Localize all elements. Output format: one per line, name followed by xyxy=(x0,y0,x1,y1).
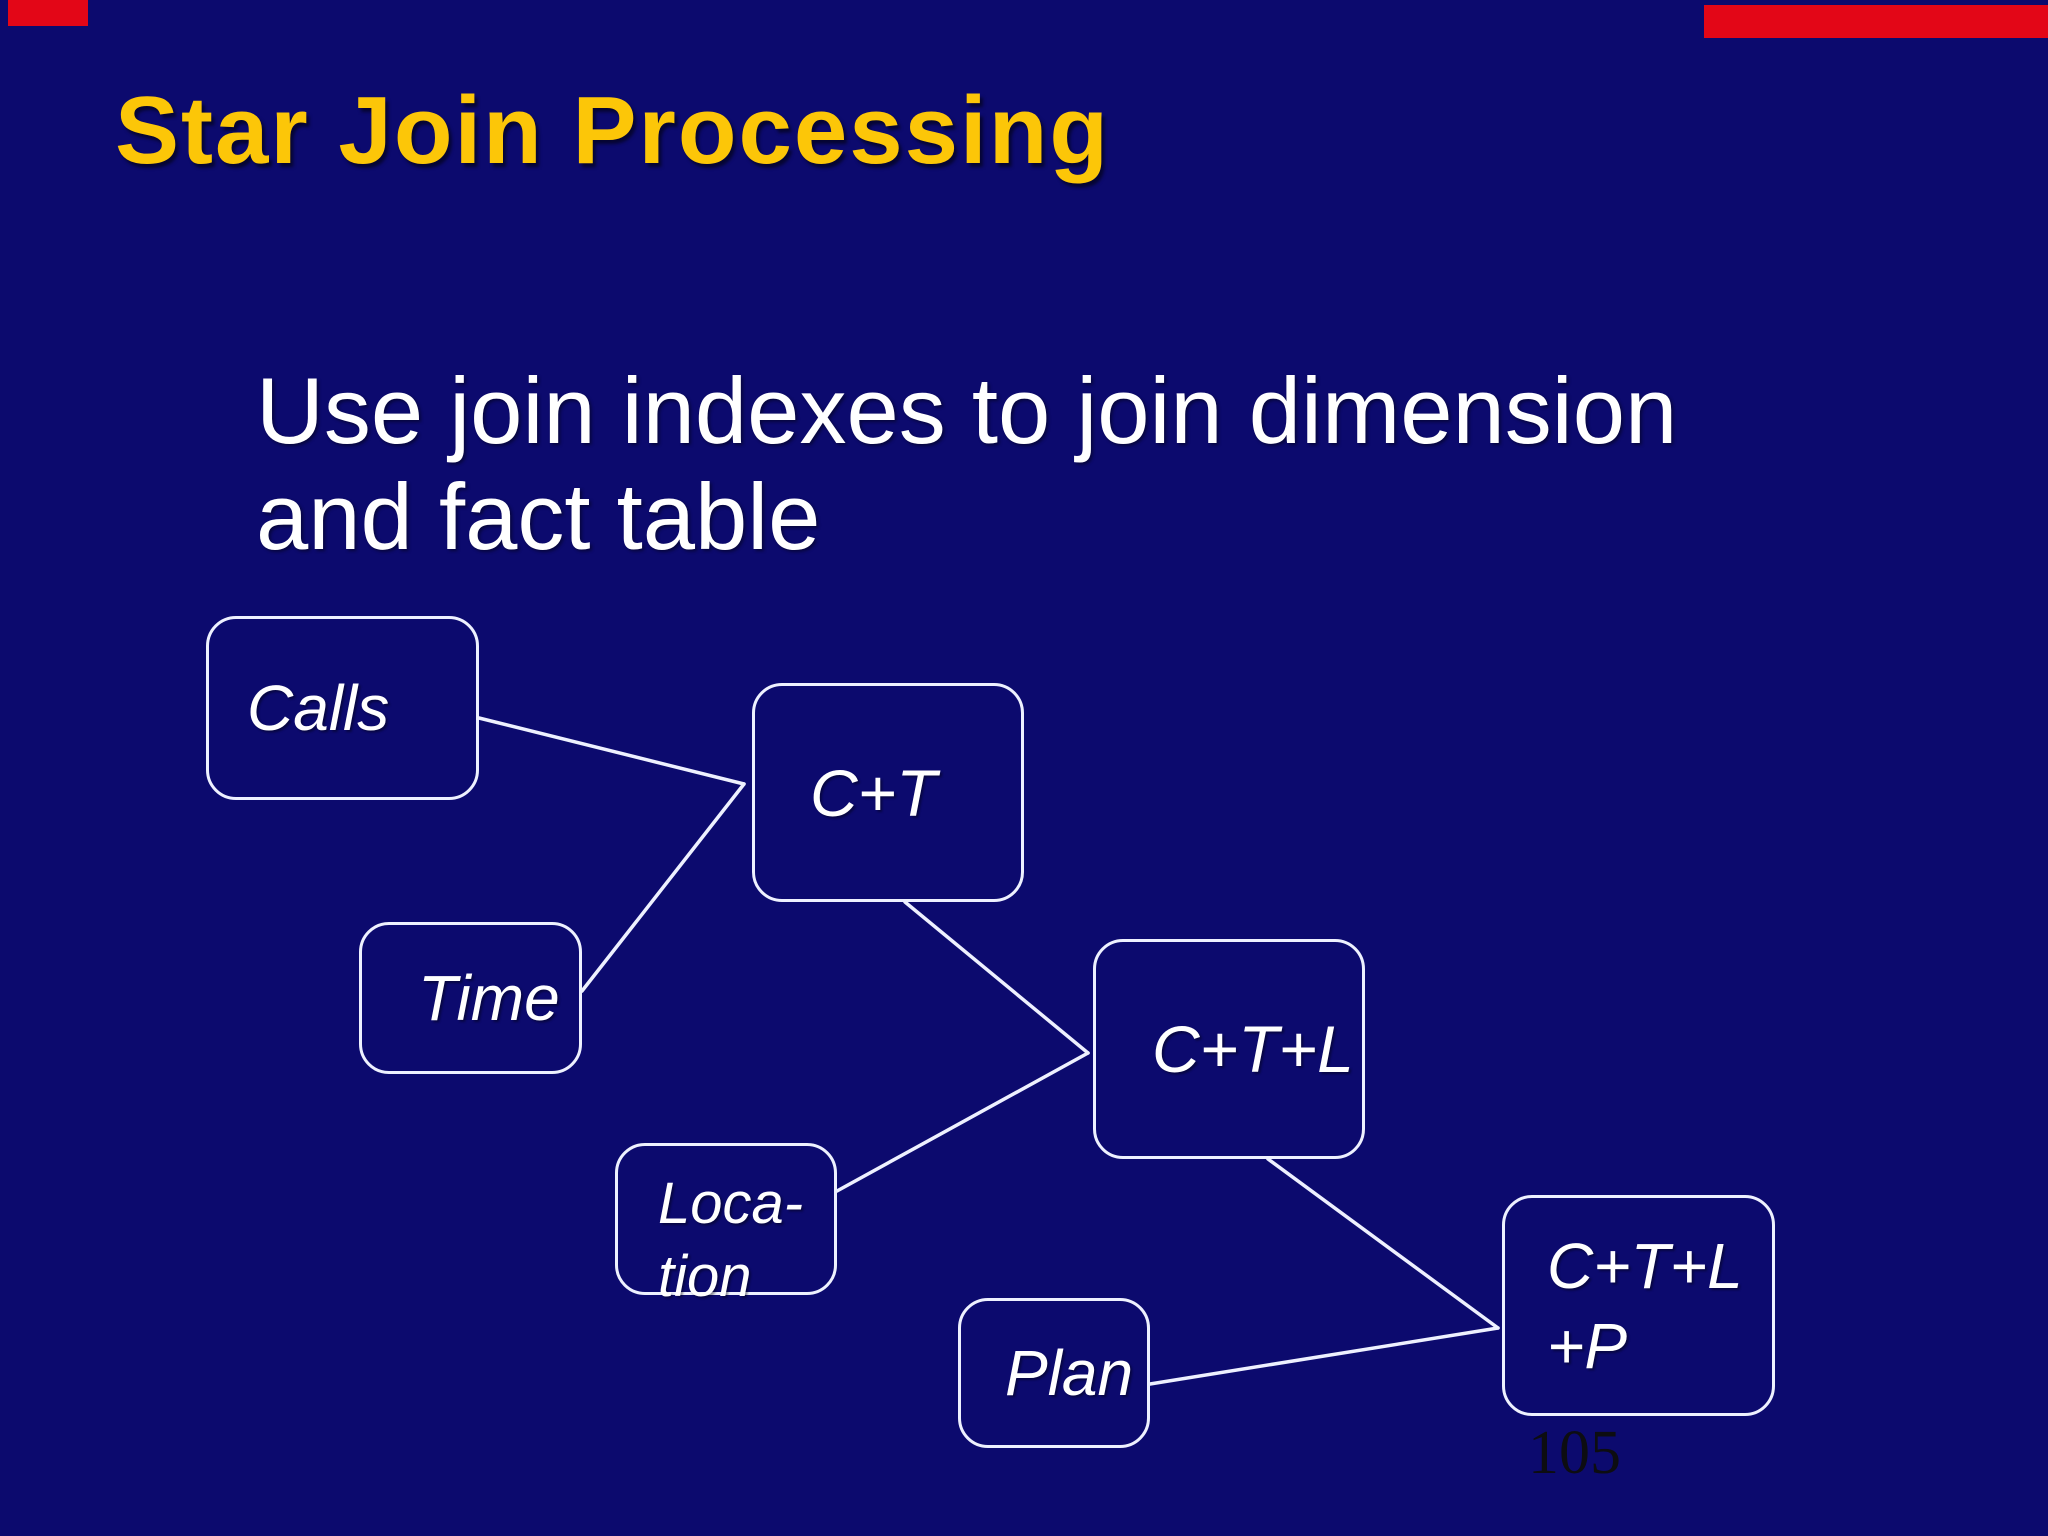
node-label: C+T xyxy=(810,755,937,830)
edge-calls-to-ct xyxy=(477,716,746,786)
edge-location-to-ctl xyxy=(835,1051,1090,1193)
diagram-node-calls: Calls xyxy=(206,616,479,800)
slide-title: Star Join Processing xyxy=(115,77,1110,184)
corner-marker-left xyxy=(8,0,88,26)
diagram-node-c-t-l: C+T+L xyxy=(1093,939,1365,1159)
corner-marker-right xyxy=(1704,5,2048,38)
node-label-line: tion xyxy=(658,1243,752,1309)
node-label-line: C+T+L xyxy=(1547,1229,1743,1302)
edge-time-to-ct xyxy=(580,782,746,993)
diagram-node-time: Time xyxy=(359,922,582,1074)
edge-plan-to-ctlp xyxy=(1148,1326,1500,1386)
node-label: C+T+L xyxy=(1152,1012,1354,1086)
diagram-node-location: Loca- tion xyxy=(615,1143,837,1309)
edge-ct-to-ctl xyxy=(903,900,1090,1055)
diagram-node-plan: Plan xyxy=(958,1298,1150,1448)
node-label: Calls xyxy=(247,672,390,744)
page-number: 105 xyxy=(1528,1419,1621,1487)
diagram-node-c-t-l-p: C+T+L +P xyxy=(1502,1195,1775,1416)
body-line: and fact table xyxy=(256,464,821,570)
diagram-node-c-t: C+T xyxy=(752,683,1024,902)
body-text: Use join indexes to join dimension and f… xyxy=(256,358,1677,570)
node-label-line: Loca- xyxy=(658,1171,804,1236)
node-label: Plan xyxy=(1005,1337,1134,1409)
node-label: Time xyxy=(418,962,560,1034)
edge-ctl-to-ctlp xyxy=(1266,1157,1500,1330)
body-line: Use join indexes to join dimension xyxy=(256,358,1678,463)
node-label-line: +P xyxy=(1547,1309,1628,1382)
